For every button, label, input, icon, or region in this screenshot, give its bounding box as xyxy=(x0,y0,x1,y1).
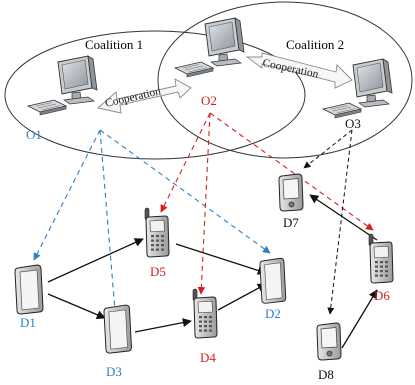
link-d6-d7 xyxy=(309,194,378,241)
link-o1-d2 xyxy=(99,129,271,254)
device-d2-label: D2 xyxy=(265,306,281,321)
device-d7-label: D7 xyxy=(283,215,299,230)
pda-icon-d7 xyxy=(278,173,304,212)
pda-icon-d8 xyxy=(316,322,342,361)
link-o3-d7 xyxy=(303,129,353,169)
link-d5-d2 xyxy=(175,243,267,275)
link-o2-d4 xyxy=(197,112,211,295)
operator-o2-label: O2 xyxy=(201,93,217,108)
phone-icon-d5 xyxy=(144,207,170,258)
link-o2-d5 xyxy=(160,112,211,213)
operator-o1-label: O1 xyxy=(26,127,42,142)
link-o1-d3 xyxy=(99,129,116,311)
tablet-icon-d1 xyxy=(14,264,44,315)
link-d3-d4 xyxy=(134,318,192,333)
coalition-1-label: Coalition 1 xyxy=(85,37,143,52)
cooperation-arrow-right: Cooperation xyxy=(245,52,353,89)
link-o3-d8 xyxy=(327,129,353,315)
cooperation-left-label: Cooperation xyxy=(104,85,162,110)
computer-icon xyxy=(322,58,393,119)
device-d5-label: D5 xyxy=(150,264,166,279)
device-d3-label: D3 xyxy=(106,364,122,379)
device-d8-label: D8 xyxy=(318,367,334,382)
tablet-icon-d3 xyxy=(103,304,132,354)
link-d8-d6 xyxy=(341,289,378,349)
link-d1-d3 xyxy=(47,293,106,320)
link-d1-d5 xyxy=(47,238,144,283)
cooperation-arrow-left: Cooperation xyxy=(97,78,192,114)
link-d4-d2 xyxy=(217,283,267,311)
device-d4-label: D4 xyxy=(200,350,216,365)
link-o1-d1 xyxy=(33,129,101,261)
coalition-2-ellipse xyxy=(157,1,413,159)
device-d1-label: D1 xyxy=(20,315,36,330)
computer-icon xyxy=(27,55,98,116)
coalition-1-ellipse xyxy=(4,30,306,160)
phone-icon-d4 xyxy=(192,288,218,339)
operator-o3-label: O3 xyxy=(345,116,361,131)
computer-icon xyxy=(174,17,245,78)
link-o2-d6 xyxy=(209,112,374,231)
phone-icon-d6 xyxy=(368,233,394,284)
device-d6-label: D6 xyxy=(374,288,390,303)
coalition-2-label: Coalition 2 xyxy=(286,37,344,52)
tablet-icon-d2 xyxy=(259,257,287,304)
